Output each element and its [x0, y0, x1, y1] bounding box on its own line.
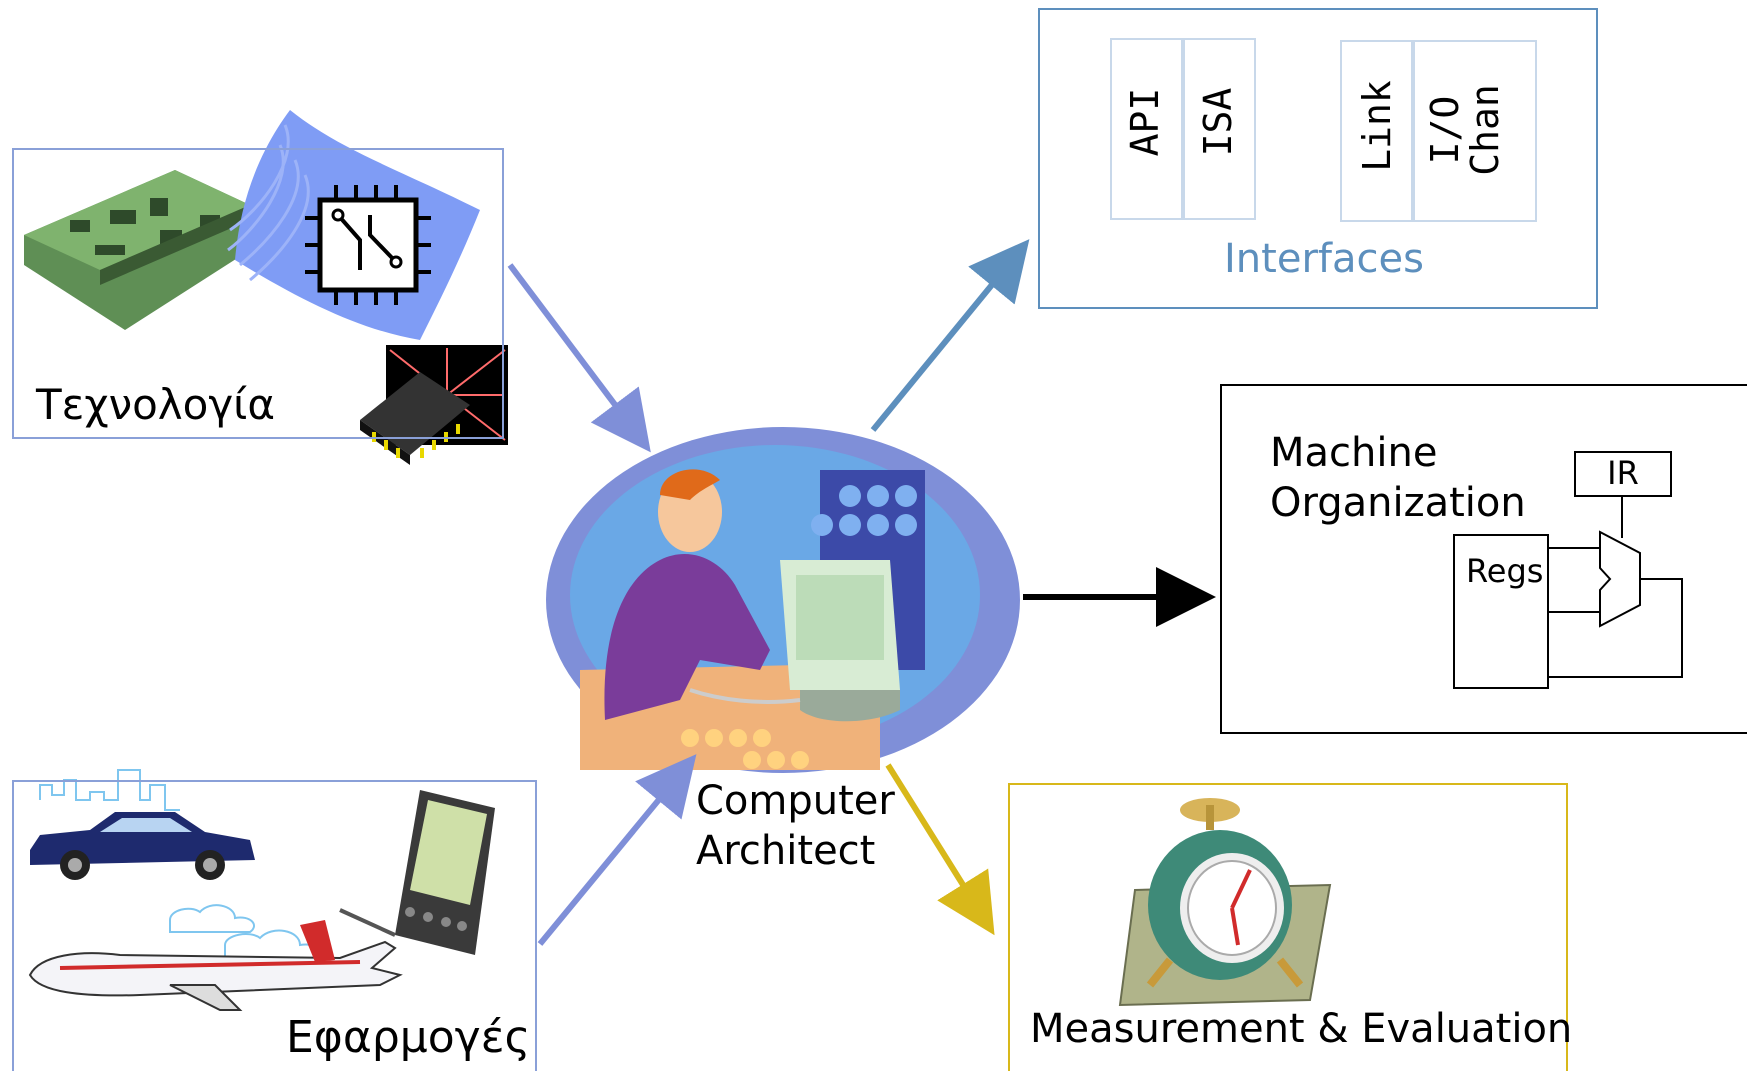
arrow-applications-to-architect	[537, 754, 697, 946]
arrow-technology-to-architect	[507, 263, 651, 453]
machine-organization-box	[1220, 384, 1747, 734]
car-icon	[30, 812, 255, 880]
interfaces-box	[1038, 8, 1598, 309]
pda-icon	[339, 790, 495, 955]
applications-box	[12, 780, 537, 1071]
alarm-clock-icon	[1118, 798, 1332, 1007]
circuit-board-icon	[24, 170, 250, 330]
ir-register-box: IR	[1574, 451, 1672, 497]
datapath-diagram	[1549, 497, 1683, 678]
machine-organization-label-line1: Machine	[1270, 430, 1438, 476]
interfaces-title: Interfaces	[1224, 236, 1424, 282]
city-skyline-icon	[39, 769, 180, 811]
machine-organization-label-line2: Organization	[1270, 480, 1526, 526]
airplane-icon	[28, 920, 403, 1011]
register-file-box	[1453, 534, 1549, 689]
architect-label-line1: Computer	[696, 778, 895, 824]
interface-label-link: Link	[1355, 80, 1399, 172]
interface-column-isa	[1183, 38, 1256, 220]
ic-chip-icon	[360, 345, 508, 465]
interface-column-api	[1110, 38, 1183, 220]
applications-label: Εφαρμογές	[286, 1012, 531, 1063]
computer-architect-illustration	[546, 427, 1020, 773]
architect-label-line2: Architect	[696, 828, 876, 874]
measurement-box	[1008, 783, 1568, 1071]
microchip-icon	[305, 185, 431, 305]
interface-column-io-chan	[1413, 40, 1537, 222]
measurement-label: Measurement & Evaluation	[1030, 1006, 1573, 1052]
interface-column-link	[1340, 40, 1413, 222]
interface-label-io-chan: I/O Chan	[1423, 84, 1507, 176]
interface-label-isa: ISA	[1196, 87, 1240, 157]
technology-label: Τεχνολογία	[36, 380, 276, 429]
arrow-architect-to-measurement	[885, 763, 995, 936]
register-file-label: Regs	[1466, 552, 1544, 590]
technology-box	[12, 148, 504, 439]
arrow-architect-to-interfaces	[870, 239, 1030, 432]
interface-label-api: API	[1123, 87, 1167, 157]
